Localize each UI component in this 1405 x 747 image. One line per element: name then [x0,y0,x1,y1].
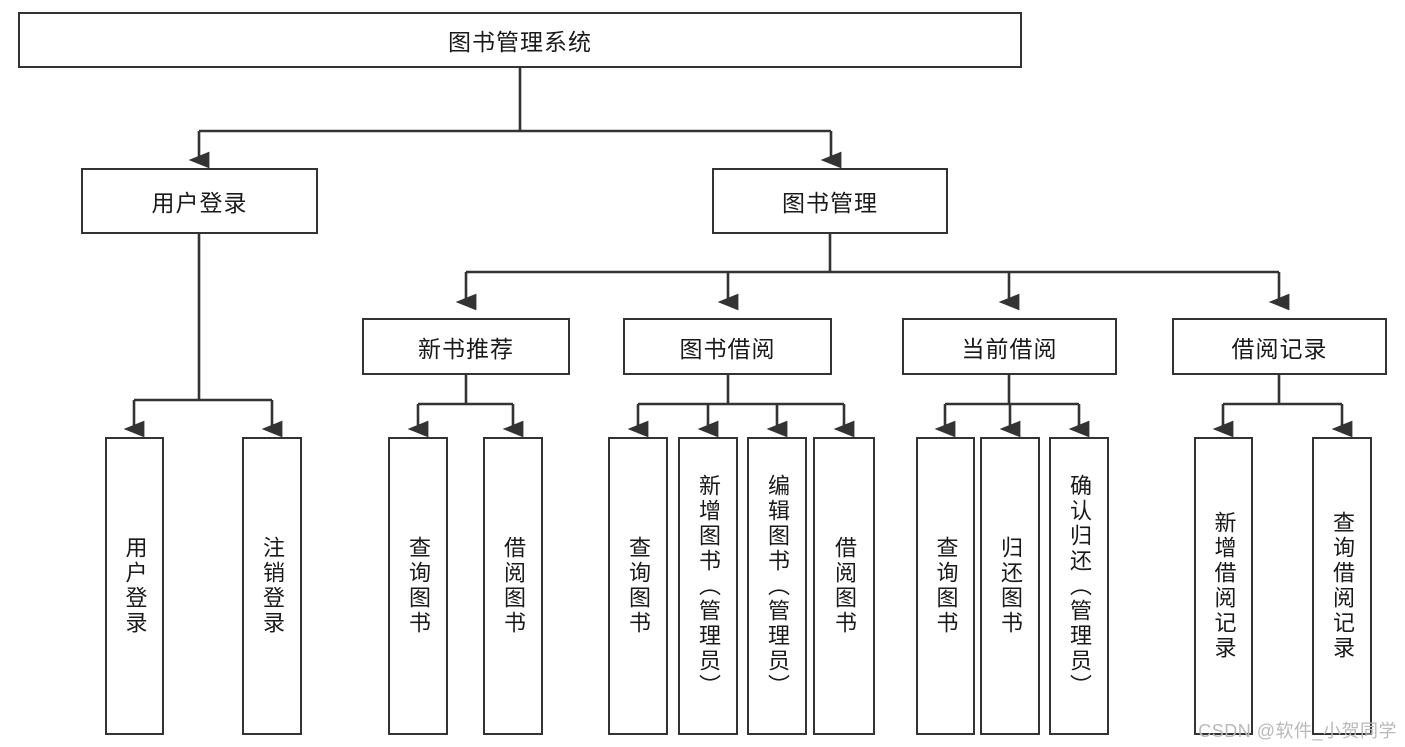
leaf-query-book-recommend[interactable]: 查询图书 [388,437,448,735]
leaf-borrow-book[interactable]: 借阅图书 [813,437,875,735]
leaf-add-borrow-record[interactable]: 新增借阅记录 [1194,437,1253,735]
node-user-login[interactable]: 用户登录 [81,168,318,234]
node-label: 图书借阅 [679,335,776,362]
node-label: 借阅图书 [500,536,526,636]
node-book-borrow[interactable]: 图书借阅 [623,318,832,375]
node-label: 图书管理 [782,190,878,216]
node-label: 用户登录 [122,536,148,636]
node-root-book-management-system[interactable]: 图书管理系统 [18,12,1022,68]
node-label: 借阅记录 [1231,335,1328,362]
node-label: 新书推荐 [418,335,514,362]
node-label: 查询图书 [625,536,651,636]
node-label: 新增借阅记录 [1211,511,1237,661]
leaf-add-book-admin[interactable]: 新增图书（管理员） [678,437,738,735]
node-borrow-record[interactable]: 借阅记录 [1172,318,1387,375]
leaf-borrow-book-recommend[interactable]: 借阅图书 [483,437,543,735]
node-label: 查询图书 [405,536,431,636]
leaf-query-borrow-record[interactable]: 查询借阅记录 [1312,437,1372,735]
leaf-logout[interactable]: 注销登录 [242,437,302,735]
node-book-management[interactable]: 图书管理 [712,168,948,234]
node-label: 注销登录 [259,536,285,636]
node-label: 查询图书 [933,536,959,636]
leaf-user-login[interactable]: 用户登录 [105,437,164,735]
node-label: 用户登录 [151,190,248,216]
node-label: 确认归还（管理员） [1066,473,1092,699]
node-label: 编辑图书（管理员） [764,473,790,699]
leaf-confirm-return-admin[interactable]: 确认归还（管理员） [1049,437,1109,735]
node-label: 当前借阅 [961,335,1058,362]
leaf-query-book-borrow[interactable]: 查询图书 [608,437,668,735]
leaf-return-book[interactable]: 归还图书 [980,437,1040,735]
node-label: 新增图书（管理员） [695,473,721,699]
node-label: 查询借阅记录 [1329,511,1355,661]
node-label: 归还图书 [997,536,1023,636]
node-current-borrow[interactable]: 当前借阅 [902,318,1117,375]
node-new-book-recommend[interactable]: 新书推荐 [362,318,570,375]
leaf-edit-book-admin[interactable]: 编辑图书（管理员） [747,437,807,735]
csdn-watermark: CSDN @软件_小贺同学 [1198,721,1397,741]
node-label: 借阅图书 [831,536,857,636]
node-label: 图书管理系统 [448,29,592,55]
leaf-query-book-current[interactable]: 查询图书 [916,437,975,735]
